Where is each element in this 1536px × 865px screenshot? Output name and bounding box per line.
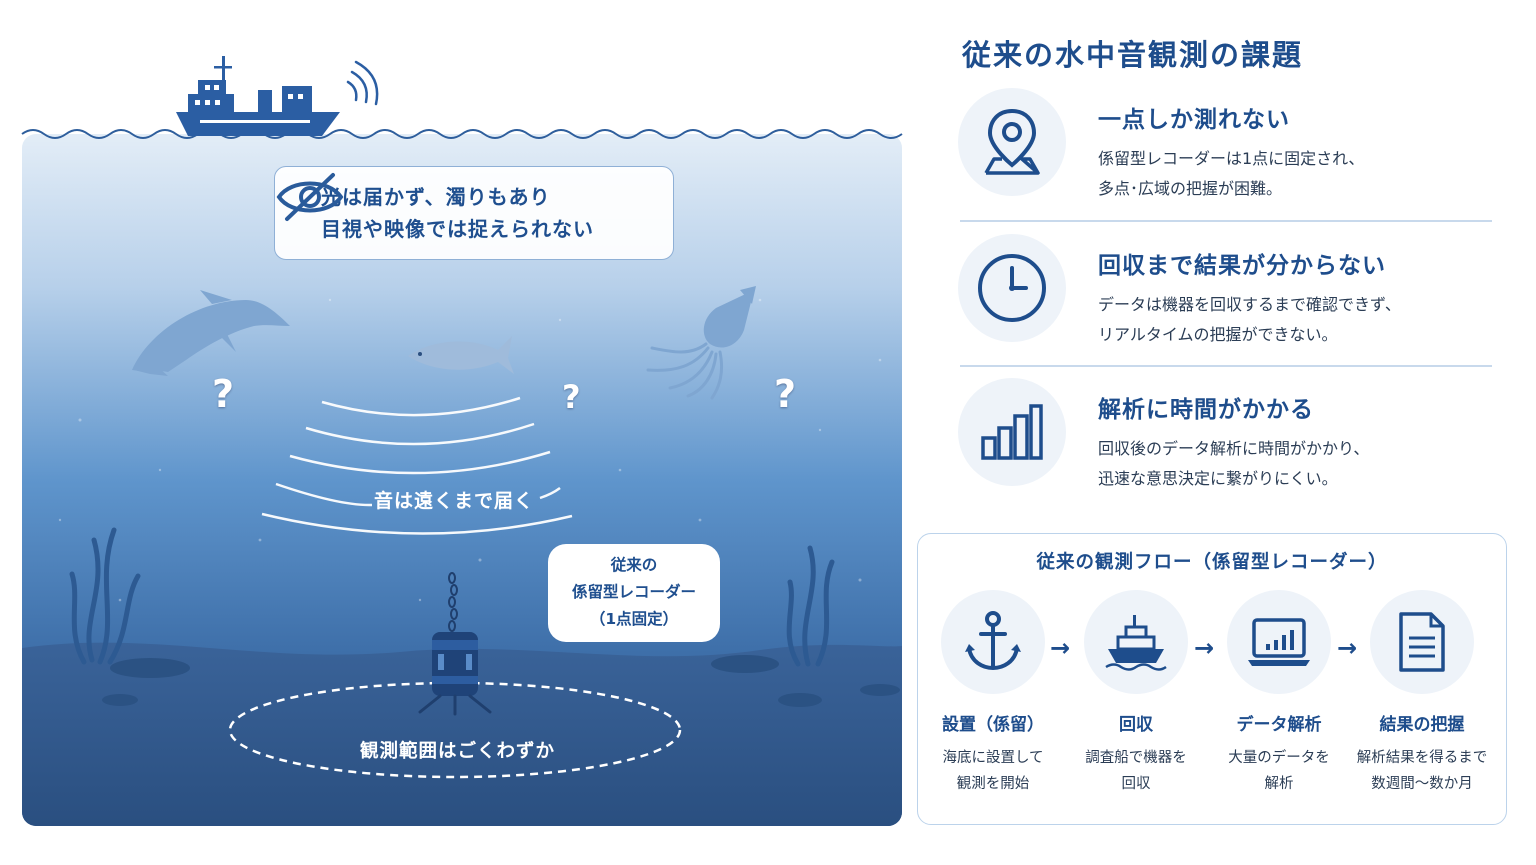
issue-description: 回収後のデータ解析に時間がかかり、 迅速な意思決定に繋がりにくい。 xyxy=(1098,434,1369,494)
issue-icon-circle xyxy=(958,88,1066,196)
seabed-rock xyxy=(110,658,190,678)
clock-icon xyxy=(978,254,1046,322)
sound-waves xyxy=(261,396,573,535)
issue-description: 係留型レコーダーは1点に固定され、 多点･広域の把握が困難。 xyxy=(1098,144,1364,204)
issue-description: データは機器を回収するまで確認できず、 リアルタイムの把握ができない。 xyxy=(1098,290,1401,350)
question-mark: ? xyxy=(562,378,581,416)
flow-step-label: 設置（係留） xyxy=(942,715,1044,735)
bubble-line-1: 従来の xyxy=(610,556,658,574)
issue-item: 解析に時間がかかる 回収後のデータ解析に時間がかかり、 迅速な意思決定に繋がりに… xyxy=(958,378,1498,498)
issue-icon-circle xyxy=(958,378,1066,486)
sound-travels-label: 音は遠くまで届く xyxy=(374,490,535,512)
flow-step-description: 解析結果を得るまで 数週間〜数か月 xyxy=(1347,745,1497,797)
laptop-chart-icon xyxy=(1248,618,1310,666)
water-particles xyxy=(58,298,882,602)
flow-step-label: データ解析 xyxy=(1236,715,1322,735)
seabed xyxy=(22,642,902,826)
signal-icon xyxy=(346,60,379,106)
seabed-rock xyxy=(711,655,779,673)
divider xyxy=(960,365,1492,367)
flow-step-description: 調査船で機器を 回収 xyxy=(1061,745,1211,797)
callout-line-1: 光は届かず、濁りもあり xyxy=(321,185,551,209)
issue-item: 回収まで結果が分からない データは機器を回収するまで確認できず、 リアルタイムの… xyxy=(958,234,1498,354)
flow-step-description-line: 観測を開始 xyxy=(956,776,1030,792)
observation-flow: 従来の観測フロー（係留型レコーダー） 設置（係留） 海底に設置して 観測を開始 … xyxy=(917,533,1507,825)
question-mark: ? xyxy=(212,372,235,416)
ship-icon xyxy=(176,56,340,136)
divider xyxy=(960,220,1492,222)
eye-slash-icon xyxy=(276,173,344,221)
flow-arrow: → xyxy=(1050,634,1071,662)
issue-description-line: 多点･広域の把握が困難。 xyxy=(1098,179,1283,198)
bar-chart-icon xyxy=(981,404,1043,460)
anchor-icon xyxy=(965,611,1021,671)
dolphin-icon xyxy=(132,290,290,376)
fish-icon xyxy=(408,336,514,374)
bubble-line-3: （1点固定） xyxy=(589,610,679,628)
seabed-rock xyxy=(778,693,822,707)
bubble-tail xyxy=(0,2,40,22)
flow-step-icon-circle xyxy=(1370,590,1474,694)
flow-step-description-line: 解析 xyxy=(1264,776,1294,792)
issue-description-line: リアルタイムの把握ができない。 xyxy=(1098,325,1338,344)
seabed-rock xyxy=(860,684,900,696)
flow-title: 従来の観測フロー（係留型レコーダー） xyxy=(1036,552,1388,573)
document-icon xyxy=(1399,612,1445,672)
seaweed-left xyxy=(69,527,141,665)
flow-step-icon-circle xyxy=(1227,590,1331,694)
flow-step-description-line: 解析結果を得るまで xyxy=(1356,750,1488,766)
flow-step-icon-circle xyxy=(1084,590,1188,694)
sea-surface xyxy=(21,129,903,139)
flow-step-description: 大量のデータを 解析 xyxy=(1204,745,1354,797)
issue-description-line: 回収後のデータ解析に時間がかかり、 xyxy=(1098,439,1370,458)
seaweed-right xyxy=(786,545,835,667)
question-mark: ? xyxy=(774,372,797,416)
flow-step-description-line: 大量のデータを xyxy=(1228,750,1330,766)
flow-arrow: → xyxy=(1337,634,1358,662)
visibility-callout: 光は届かず、濁りもあり 目視や映像では捉えられない xyxy=(274,166,674,260)
ocean-scene: 光は届かず、濁りもあり 目視や映像では捉えられない ? ? ? 音は遠くまで届く… xyxy=(0,2,903,826)
range-label: 観測範囲はごくわずか xyxy=(360,741,556,762)
flow-step: 結果の把握 解析結果を得るまで 数週間〜数か月 xyxy=(1347,590,1497,797)
flow-step: 回収 調査船で機器を 回収 xyxy=(1061,590,1211,797)
flow-step-icon-circle xyxy=(941,590,1045,694)
issue-heading: 回収まで結果が分からない xyxy=(1098,253,1386,279)
flow-step: データ解析 大量のデータを 解析 xyxy=(1204,590,1354,797)
flow-step: 設置（係留） 海底に設置して 観測を開始 xyxy=(918,590,1068,797)
squid-icon xyxy=(646,286,756,400)
issue-icon-circle xyxy=(958,234,1066,342)
map-pin-icon xyxy=(984,108,1040,175)
flow-step-description-line: 海底に設置して xyxy=(942,750,1044,766)
issue-description-line: データは機器を回収するまで確認できず、 xyxy=(1098,295,1401,314)
seabed-rock xyxy=(102,694,138,706)
flow-step-description-line: 回収 xyxy=(1121,776,1151,792)
page-title: 従来の水中音観測の課題 xyxy=(962,38,1304,72)
issue-heading: 解析に時間がかかる xyxy=(1098,397,1314,423)
flow-step-description-line: 数週間〜数か月 xyxy=(1371,776,1473,792)
flow-step-label: 結果の把握 xyxy=(1379,715,1465,735)
issue-heading: 一点しか測れない xyxy=(1098,107,1290,133)
moored-recorder xyxy=(418,572,492,716)
ocean-illustration xyxy=(21,56,903,826)
callout-line-2: 目視や映像では捉えられない xyxy=(321,217,594,241)
flow-step-description-line: 調査船で機器を xyxy=(1085,750,1187,766)
flow-step-description: 海底に設置して 観測を開始 xyxy=(918,745,1068,797)
issue-item: 一点しか測れない 係留型レコーダーは1点に固定され、 多点･広域の把握が困難。 xyxy=(958,88,1498,208)
recorder-bubble: 従来の 係留型レコーダー （1点固定） xyxy=(548,544,720,642)
issue-description-line: 係留型レコーダーは1点に固定され、 xyxy=(1098,149,1365,168)
issue-description-line: 迅速な意思決定に繋がりにくい。 xyxy=(1098,469,1338,488)
ship-icon xyxy=(1105,615,1167,671)
flow-step-label: 回収 xyxy=(1119,715,1153,735)
observation-range xyxy=(228,681,682,779)
flow-arrow: → xyxy=(1194,634,1215,662)
bubble-line-2: 係留型レコーダー xyxy=(571,583,696,601)
